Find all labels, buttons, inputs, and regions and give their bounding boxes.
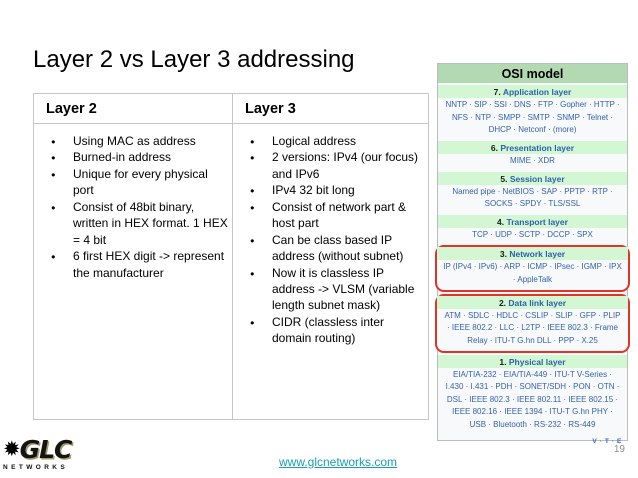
osi-layer-6-presentation: 6. Presentation layer MIME · XDR: [438, 140, 627, 170]
osi-layer-2-datalink: 2. Data link layer ATM · SDLC · HDLC · C…: [437, 295, 628, 350]
osi-layer-protocols: Named pipe · NetBIOS · SAP · PPTP · RTP …: [452, 186, 613, 209]
layer2-column: Layer 2 Using MAC as address Burned-in a…: [34, 94, 233, 419]
osi-layer-name: Network layer: [509, 249, 566, 260]
osi-layer-1-physical: 1. Physical layer EIA/TIA-232 · EIA/TIA-…: [438, 354, 627, 434]
osi-layer-protocols: IP (IPv4 · IPv6) · ARP · ICMP · IPsec · …: [443, 262, 622, 284]
list-item: 6 first HEX digit -> represent the manuf…: [51, 248, 228, 281]
osi-layer-protocols: TCP · UDP · SCTP · DCCP · SPX: [472, 229, 593, 239]
osi-layer-name: Transport layer: [506, 216, 568, 227]
layer3-column: Layer 3 Logical address 2 versions: IPv4…: [233, 94, 428, 419]
osi-layer-header: 2. Data link layer: [437, 295, 628, 309]
list-item: 2 versions: IPv4 (our focus) and IPv6: [250, 149, 424, 182]
list-item: CIDR (classless inter domain routing): [250, 314, 424, 347]
osi-layer-number: 7.: [493, 87, 501, 97]
osi-model-navbox: OSI model 7. Application layer NNTP · SI…: [435, 63, 630, 445]
footer-website-link[interactable]: www.glcnetworks.com: [279, 455, 398, 469]
osi-layer-number: 3.: [499, 249, 507, 260]
osi-layer-number: 4.: [497, 216, 505, 227]
osi-layer-header: 7. Application layer: [438, 85, 627, 98]
list-item: Can be class based IP address (without s…: [250, 232, 424, 265]
osi-layer-number: 6.: [490, 142, 498, 153]
list-item: Consist of network part & host part: [250, 199, 424, 232]
list-item: Consist of 48bit binary, written in HEX …: [51, 199, 228, 248]
layer2-column-header: Layer 2: [34, 94, 232, 124]
list-item: Logical address: [250, 133, 424, 149]
osi-layer-4-transport: 4. Transport layer TCP · UDP · SCTP · DC…: [438, 214, 627, 244]
glc-networks-logo: ✹ GLC NETWORKS: [3, 435, 73, 471]
osi-layer-header: 4. Transport layer: [438, 214, 627, 228]
osi-layer-header: 6. Presentation layer: [438, 140, 627, 154]
layer2-bullet-list: Using MAC as address Burned-in address U…: [34, 133, 228, 281]
starburst-icon: ✹: [3, 438, 21, 461]
osi-layer-number: 1.: [499, 356, 507, 367]
osi-vte-links: V · T · E: [592, 437, 622, 445]
osi-layer-protocols: EIA/TIA-232 · EIA/TIA-449 · ITU-T V-Seri…: [445, 369, 620, 430]
osi-layer-3-network: 3. Network layer IP (IPv4 · IPv6) · ARP …: [437, 247, 628, 288]
page-title: Layer 2 vs Layer 3 addressing: [33, 46, 355, 73]
osi-layer-protocols: ATM · SDLC · HDLC · CSLIP · SLIP · GFP ·…: [444, 310, 621, 345]
page-number: 19: [613, 444, 625, 455]
osi-layer-name: Presentation layer: [500, 142, 575, 153]
list-item: Burned-in address: [51, 149, 228, 165]
logo-top-row: ✹ GLC: [3, 435, 73, 464]
osi-layer-number: 5.: [500, 173, 508, 184]
list-item: IPv4 32 bit long: [250, 182, 424, 198]
osi-layer-protocols: NNTP · SIP · SSI · DNS · FTP · Gopher · …: [445, 100, 620, 135]
osi-layer-header: 3. Network layer: [437, 247, 628, 261]
osi-layer-5-session: 5. Session layer Named pipe · NetBIOS · …: [438, 171, 627, 213]
layer3-column-header: Layer 3: [233, 94, 428, 124]
osi-layer-name: Physical layer: [508, 356, 566, 367]
network-layer-highlight-oval: 3. Network layer IP (IPv4 · IPv6) · ARP …: [435, 245, 630, 292]
layer3-bullet-list: Logical address 2 versions: IPv4 (our fo…: [233, 133, 424, 347]
osi-layer-7-application: 7. Application layer NNTP · SIP · SSI · …: [438, 85, 627, 139]
osi-model-title: OSI model: [438, 64, 627, 83]
list-item: Now it is classless IP address -> VLSM (…: [250, 265, 424, 314]
osi-layer-name: Data link layer: [508, 297, 567, 308]
logo-main-text: GLC: [19, 435, 73, 464]
osi-layer-name: Application layer: [502, 87, 572, 97]
osi-layer-name: Session layer: [509, 173, 565, 184]
osi-layer-header: 1. Physical layer: [438, 354, 627, 368]
datalink-layer-highlight-oval: 2. Data link layer ATM · SDLC · HDLC · C…: [435, 293, 630, 353]
osi-layer-protocols: MIME · XDR: [510, 155, 555, 165]
list-item: Unique for every physical port: [51, 166, 228, 199]
osi-layer-header: 5. Session layer: [438, 171, 627, 185]
layer-comparison-table: Layer 2 Using MAC as address Burned-in a…: [33, 93, 429, 420]
list-item: Using MAC as address: [51, 133, 228, 149]
osi-layer-number: 2.: [498, 297, 507, 308]
logo-sub-text: NETWORKS: [3, 464, 69, 471]
